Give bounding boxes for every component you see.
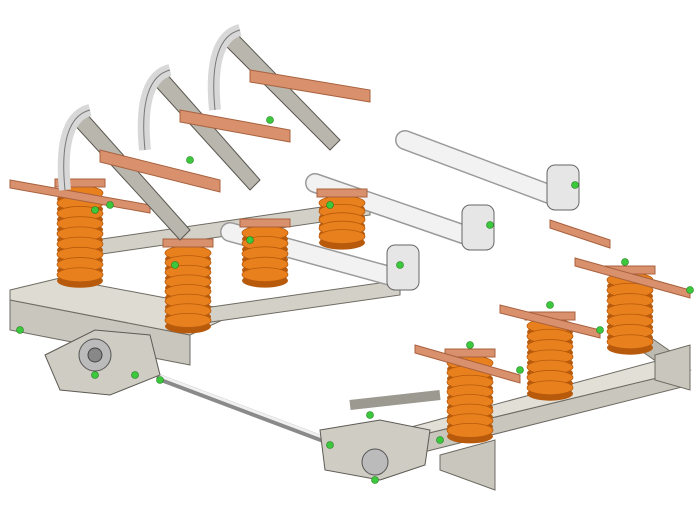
bolt [326,201,334,209]
operating-rod-shaft [156,374,334,446]
copper-busbar [549,219,611,249]
bolt [546,301,554,309]
crossbar-shaft [349,390,441,410]
operating-rod [44,329,441,481]
insulator-cap-plate [54,178,106,188]
arc-horn-edge [213,29,241,111]
contact-jaw-clamp [461,204,495,251]
bolt [596,326,604,334]
bolt [686,286,694,294]
bolt [366,411,374,419]
arc-horn-edge [143,69,171,151]
copper-contact-bar [179,109,291,143]
copper-busbar [574,257,691,299]
switch-arms [9,24,691,384]
copper-busbar [414,344,521,384]
copper-contact-bar [249,69,371,103]
insulator-cap-plate [162,238,214,248]
insulator-shed [318,229,366,245]
contact-jaw-clamp [386,244,420,291]
bolt [186,156,194,164]
insulator-shed [526,380,574,396]
insulator [54,178,106,288]
bolt [326,441,334,449]
bolt [516,366,524,374]
bolt [91,206,99,214]
insulator-shed [56,267,104,283]
operating-rod-highlight [158,374,332,442]
insulator-cap-plate [316,188,368,198]
insulator-shed [164,312,212,328]
insulator [162,238,214,334]
bolts [16,116,694,484]
bolt [106,201,114,209]
bolt [396,261,404,269]
bolt [571,181,579,189]
insulator [316,188,368,250]
bolt [371,476,379,484]
right-foot [654,344,691,391]
bolt [91,371,99,379]
bolt [171,261,179,269]
bolt [266,116,274,124]
bolt [486,221,494,229]
insulator-cap-plate [239,218,291,228]
insulator [239,218,291,288]
contact-tube [396,131,574,209]
bolt [436,436,444,444]
bolt [466,341,474,349]
bolt [246,236,254,244]
gear-hub-right [361,448,389,476]
arc-horn-edge [63,109,91,191]
insulator-shed [606,334,654,350]
bolt [621,258,629,266]
copper-busbar [499,304,601,339]
gear-hub-left-inner [87,347,103,363]
insulator-cap-plate [444,348,496,358]
bolt [156,376,164,384]
contact-jaw-clamp [546,164,580,211]
copper-busbar [9,179,151,214]
insulators [54,178,656,444]
insulator-shed [241,267,289,283]
front-foot [439,439,496,491]
copper-contact-bar [99,149,221,193]
bolt [131,371,139,379]
bolt [16,326,24,334]
insulator-shed [446,422,494,438]
mid-frame-beam [189,279,401,326]
insulator [604,265,656,355]
